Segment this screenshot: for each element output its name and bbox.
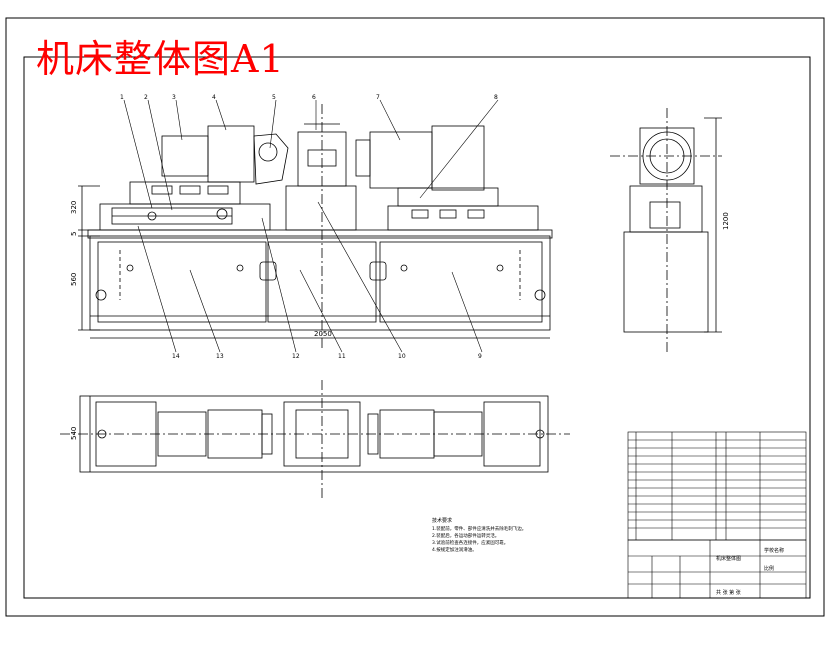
leader-lines — [123, 99, 499, 353]
outer-border — [5, 17, 825, 617]
balloon-5: 5 — [272, 94, 276, 101]
notes-heading: 技术要求 — [432, 517, 452, 524]
balloon-3: 3 — [172, 94, 176, 101]
title-block — [627, 539, 807, 599]
balloon-9: 9 — [478, 353, 482, 360]
balloon-4: 4 — [212, 94, 216, 101]
balloon-8: 8 — [494, 94, 498, 101]
note-line: 2.装配后，各运动部件运转灵活。 — [432, 532, 499, 539]
note-line: 4.按规定加注润滑油。 — [432, 546, 477, 553]
balloon-11: 11 — [338, 353, 346, 360]
balloon-12: 12 — [292, 353, 300, 360]
balloon-1: 1 — [120, 94, 124, 101]
drawing-title: 机床整体图A1 — [36, 37, 285, 81]
dim-height-side: 1200 — [722, 212, 730, 230]
balloon-6: 6 — [312, 94, 316, 101]
balloon-14: 14 — [172, 353, 180, 360]
title-block-name: 机床整体图 — [716, 555, 741, 562]
balloon-2: 2 — [144, 94, 148, 101]
dim-gap: 5 — [70, 232, 78, 236]
balloon-10: 10 — [398, 353, 406, 360]
dim-height-lower: 560 — [70, 273, 78, 286]
dim-width-total: 2050 — [314, 330, 332, 338]
title-block-sheet: 共 张 第 张 — [716, 589, 741, 596]
note-line: 3.试验前检查各连接件，应紧固可靠。 — [432, 539, 508, 546]
title-block-school: 学校名称 — [764, 547, 784, 554]
plan-view — [60, 380, 570, 498]
inner-frame — [23, 56, 811, 599]
dim-height-upper: 320 — [70, 201, 78, 214]
front-view — [78, 104, 553, 350]
balloon-13: 13 — [216, 353, 224, 360]
side-view — [610, 108, 722, 354]
dim-width-plan: 540 — [70, 427, 78, 440]
parts-list — [627, 431, 807, 541]
title-block-scale: 比例 — [764, 565, 774, 572]
note-line: 1.装配前，零件、部件应清洗并去除毛刺飞边。 — [432, 525, 526, 532]
balloon-7: 7 — [376, 94, 380, 101]
